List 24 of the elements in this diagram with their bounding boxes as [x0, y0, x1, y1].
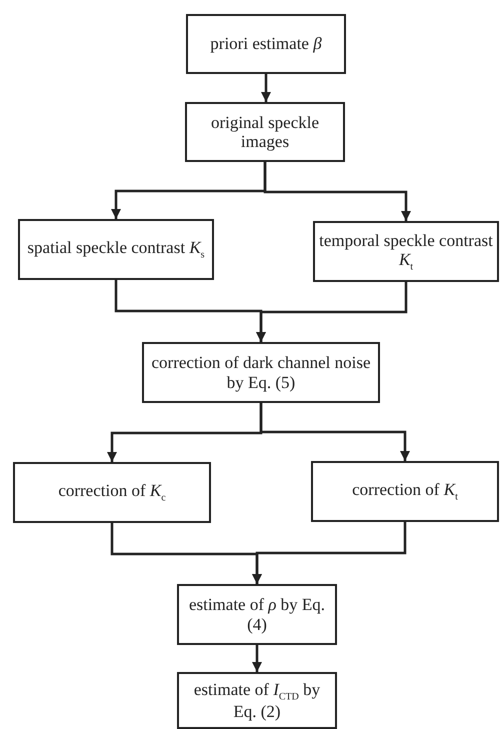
- arrow: [260, 403, 410, 461]
- box-label: priori estimate β: [209, 34, 323, 54]
- process-box: [177, 672, 337, 729]
- process-box: [186, 14, 346, 74]
- arrow: [261, 74, 271, 102]
- process-box: [142, 342, 380, 403]
- box-label: spatial speckle contrast K$_{s}$: [26, 238, 206, 261]
- arrow: [256, 282, 408, 342]
- process-box: [18, 219, 214, 280]
- box-label: correction of K$_{t}$: [351, 480, 459, 503]
- box-label: estimate of ρ by Eq. (4): [188, 595, 326, 634]
- process-box: [311, 461, 499, 522]
- arrow: [252, 645, 262, 672]
- box-label: original speckle images: [210, 112, 320, 152]
- arrow: [252, 522, 406, 584]
- process-box: [177, 584, 337, 645]
- process-box: [185, 102, 345, 162]
- process-box: [313, 221, 499, 282]
- box-label: estimate of I$_{CTD}$ by Eq. (2): [192, 680, 322, 722]
- arrow: [264, 162, 411, 221]
- box-label: correction of dark channel noise by Eq. (5): [150, 353, 372, 392]
- box-label: correction of K$_{c}$: [57, 481, 167, 504]
- process-box: [13, 462, 211, 523]
- box-label: temporal speckle contrast K$_{t}$: [318, 230, 494, 272]
